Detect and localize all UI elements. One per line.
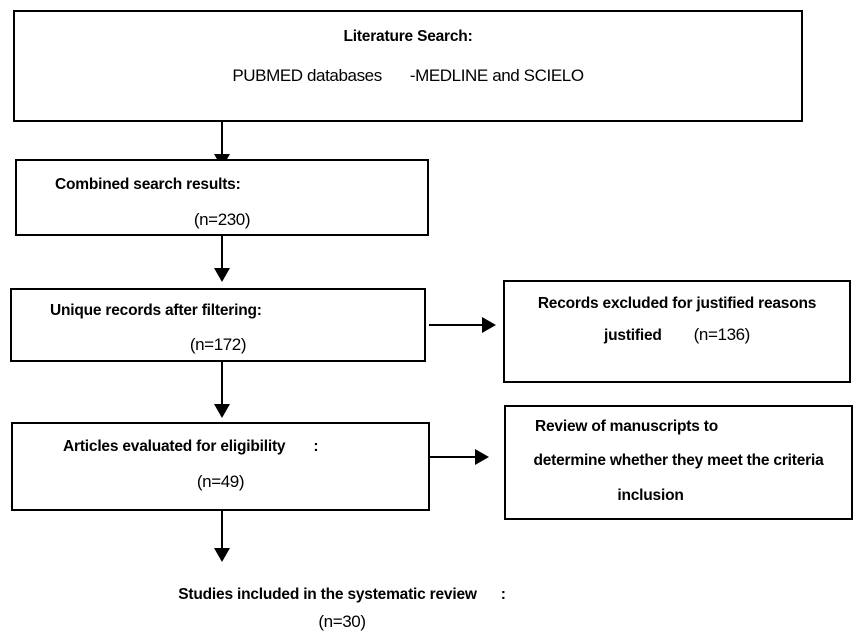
review-manuscripts-box: Review of manuscripts to determine wheth… (504, 405, 853, 520)
unique-records-box: Unique records after filtering: (n=172) (10, 288, 426, 362)
arrow-down-2-line (221, 236, 223, 270)
arrow-down-3-head-icon (214, 404, 230, 418)
review-manuscripts-line3: inclusion (617, 487, 684, 504)
arrow-down-4-line (221, 511, 223, 549)
studies-included-block: Studies included in the systematic revie… (0, 586, 684, 632)
combined-results-box: Combined search results: (n=230) (15, 159, 429, 236)
arrow-down-1-line (221, 122, 223, 156)
articles-evaluated-count: (n=49) (196, 472, 245, 491)
review-manuscripts-line1: Review of manuscripts to (535, 418, 718, 435)
studies-included-title: Studies included in the systematic revie… (178, 586, 477, 603)
arrow-down-2-head-icon (214, 268, 230, 282)
articles-evaluated-title: Articles evaluated for eligibility (63, 438, 286, 455)
records-excluded-box: Records excluded for justified reasons j… (503, 280, 851, 383)
arrow-down-4-head-icon (214, 548, 230, 562)
studies-included-count: (n=30) (318, 612, 366, 631)
literature-search-databases: PUBMED databases (232, 66, 382, 85)
unique-records-count: (n=172) (189, 335, 247, 354)
records-excluded-count: (n=136) (693, 325, 751, 344)
studies-included-colon: : (500, 586, 506, 603)
records-excluded-label: justified (604, 327, 662, 344)
arrow-right-1-line (429, 324, 483, 326)
records-excluded-line2: justified (n=136) (505, 325, 849, 345)
combined-results-count: (n=230) (193, 210, 251, 229)
literature-search-body: PUBMED databases -MEDLINE and SCIELO (15, 66, 801, 86)
arrow-right-1-head-icon (482, 317, 496, 333)
records-excluded-line1: Records excluded for justified reasons (537, 295, 817, 312)
arrow-right-2-line (430, 456, 476, 458)
studies-included-title-row: Studies included in the systematic revie… (0, 586, 684, 604)
literature-search-title: Literature Search: (343, 28, 473, 45)
articles-evaluated-colon: : (313, 438, 319, 455)
review-manuscripts-line2: determine whether they meet the criteria (533, 452, 824, 469)
arrow-right-2-head-icon (475, 449, 489, 465)
articles-evaluated-title-row: Articles evaluated for eligibility : (63, 438, 318, 456)
arrow-down-3-line (221, 362, 223, 406)
articles-evaluated-box: Articles evaluated for eligibility : (n=… (11, 422, 430, 511)
literature-search-sources: -MEDLINE and SCIELO (409, 66, 584, 85)
literature-search-box: Literature Search: PUBMED databases -MED… (13, 10, 803, 122)
combined-results-title: Combined search results: (55, 176, 241, 193)
unique-records-title: Unique records after filtering: (50, 302, 262, 319)
